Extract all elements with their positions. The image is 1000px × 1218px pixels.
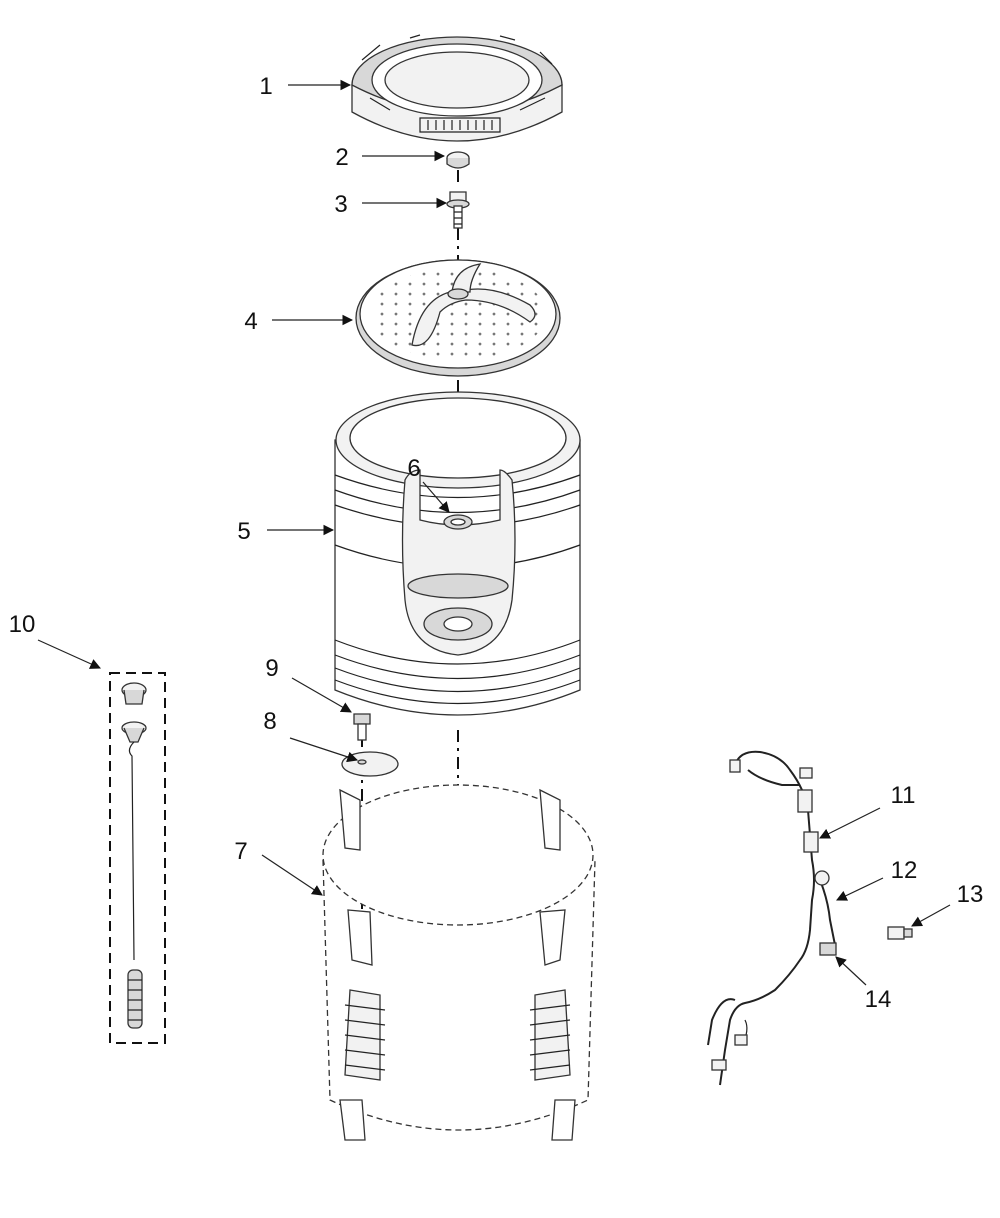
callout-9: 9: [265, 655, 278, 682]
screw: [353, 713, 371, 741]
outer-tub: [322, 784, 596, 1141]
callout-13: 13: [957, 881, 984, 908]
leader-arrows: [37, 79, 951, 986]
callout-12: 12: [891, 857, 918, 884]
washer-plate: [341, 751, 399, 777]
tub-ring: [351, 34, 563, 142]
callout-14: 14: [865, 986, 892, 1013]
basket-cover: [355, 259, 561, 377]
wash-basket: [334, 391, 581, 716]
cap: [446, 151, 470, 169]
callout-2: 2: [335, 144, 348, 171]
callout-4: 4: [244, 308, 257, 335]
bolt: [446, 191, 470, 229]
callout-labels: 1 2 3 4 5 6 7 8 9 10 11 12 13 14: [9, 73, 984, 1013]
pressure-hose-assembly: [109, 672, 166, 1044]
connector: [887, 926, 913, 940]
callout-3: 3: [334, 191, 347, 218]
callout-11: 11: [891, 782, 916, 809]
callout-10: 10: [9, 611, 36, 638]
callout-7: 7: [234, 838, 247, 865]
wire-harness: [707, 750, 837, 1086]
callout-6: 6: [407, 455, 420, 482]
callout-5: 5: [237, 518, 250, 545]
callout-1: 1: [259, 73, 272, 100]
callout-8: 8: [263, 708, 276, 735]
